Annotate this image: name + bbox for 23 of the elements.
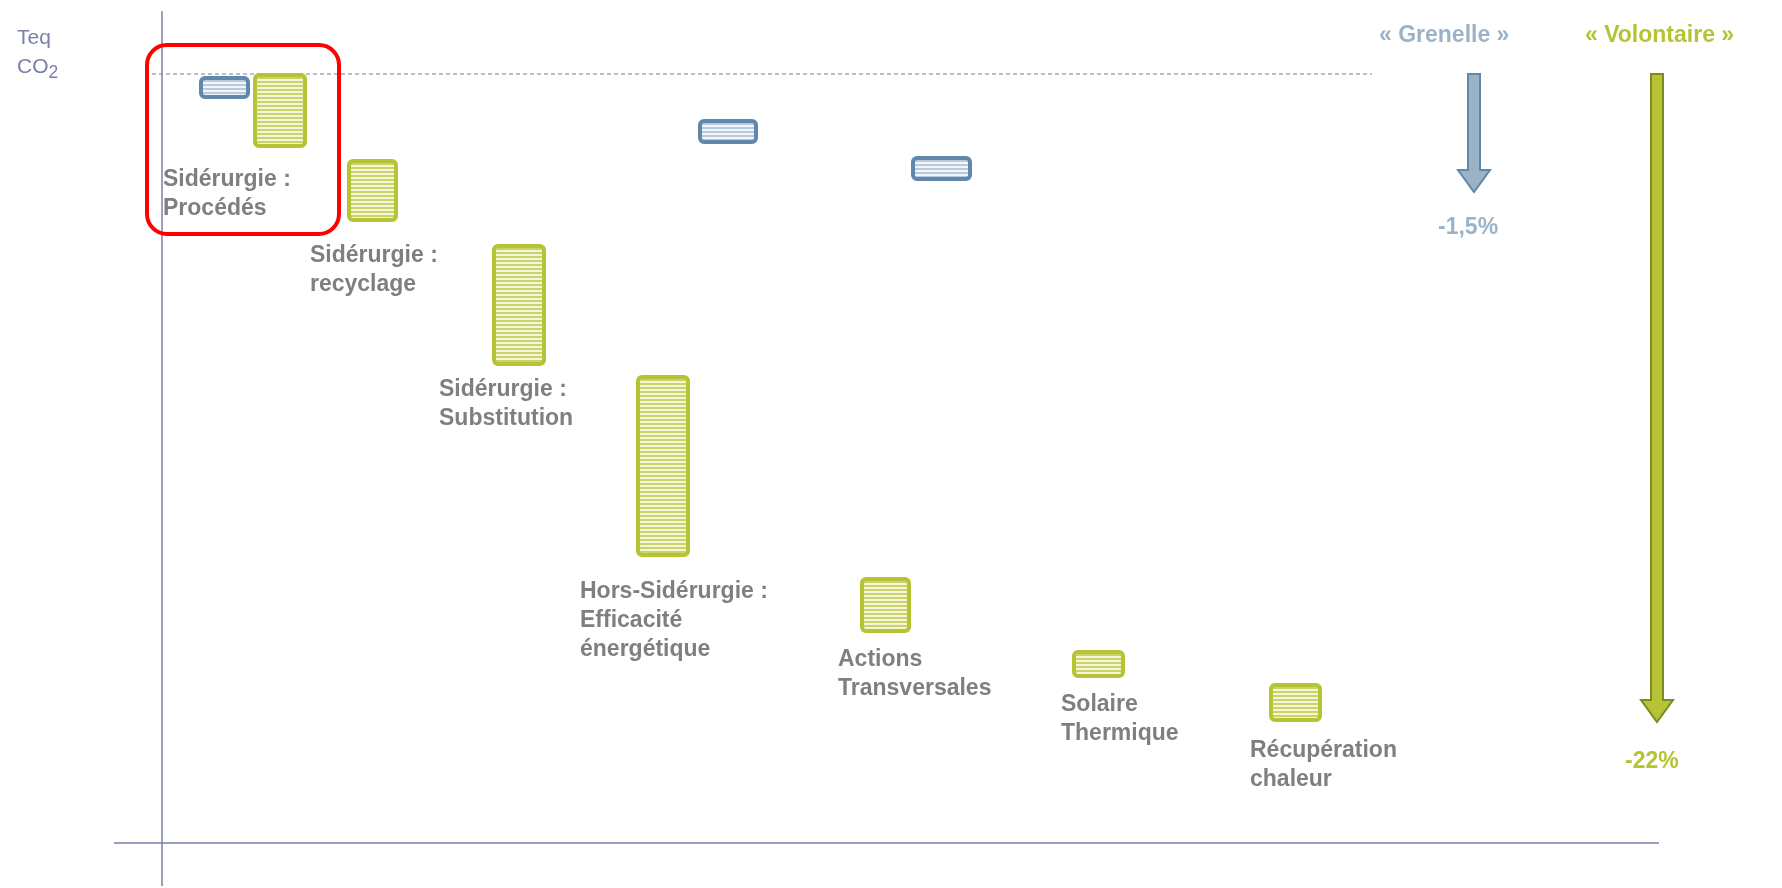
hatched-bar	[698, 119, 758, 144]
value-label: -22%	[1625, 746, 1680, 775]
category-label: Solaire Thermique	[1061, 689, 1180, 747]
hatched-bar	[1072, 650, 1125, 678]
highlight-frame	[145, 43, 341, 236]
category-label: Sidérurgie : Procédés	[163, 164, 292, 222]
hatched-bar	[347, 159, 398, 222]
category-label: Sidérurgie : recyclage	[310, 240, 439, 298]
category-label: Actions Transversales	[838, 644, 993, 702]
scenario-heading: « Grenelle »	[1379, 20, 1511, 49]
hatched-bar	[860, 577, 911, 633]
category-label: Sidérurgie : Substitution	[439, 374, 575, 432]
value-label: -1,5%	[1438, 212, 1500, 241]
hatched-bar	[911, 156, 972, 181]
category-label: Hors-Sidérurgie : Efficacité énergétique	[580, 576, 769, 663]
hatched-bar	[199, 76, 250, 99]
scenario-heading: « Volontaire »	[1585, 20, 1736, 49]
axis-label: Teq CO$_{2}$	[17, 24, 60, 85]
hatched-bar	[253, 73, 307, 148]
hatched-bar	[1269, 683, 1322, 722]
hatched-bar	[492, 244, 546, 366]
category-label: Récupération chaleur	[1250, 735, 1398, 793]
hatched-bar	[636, 375, 690, 557]
